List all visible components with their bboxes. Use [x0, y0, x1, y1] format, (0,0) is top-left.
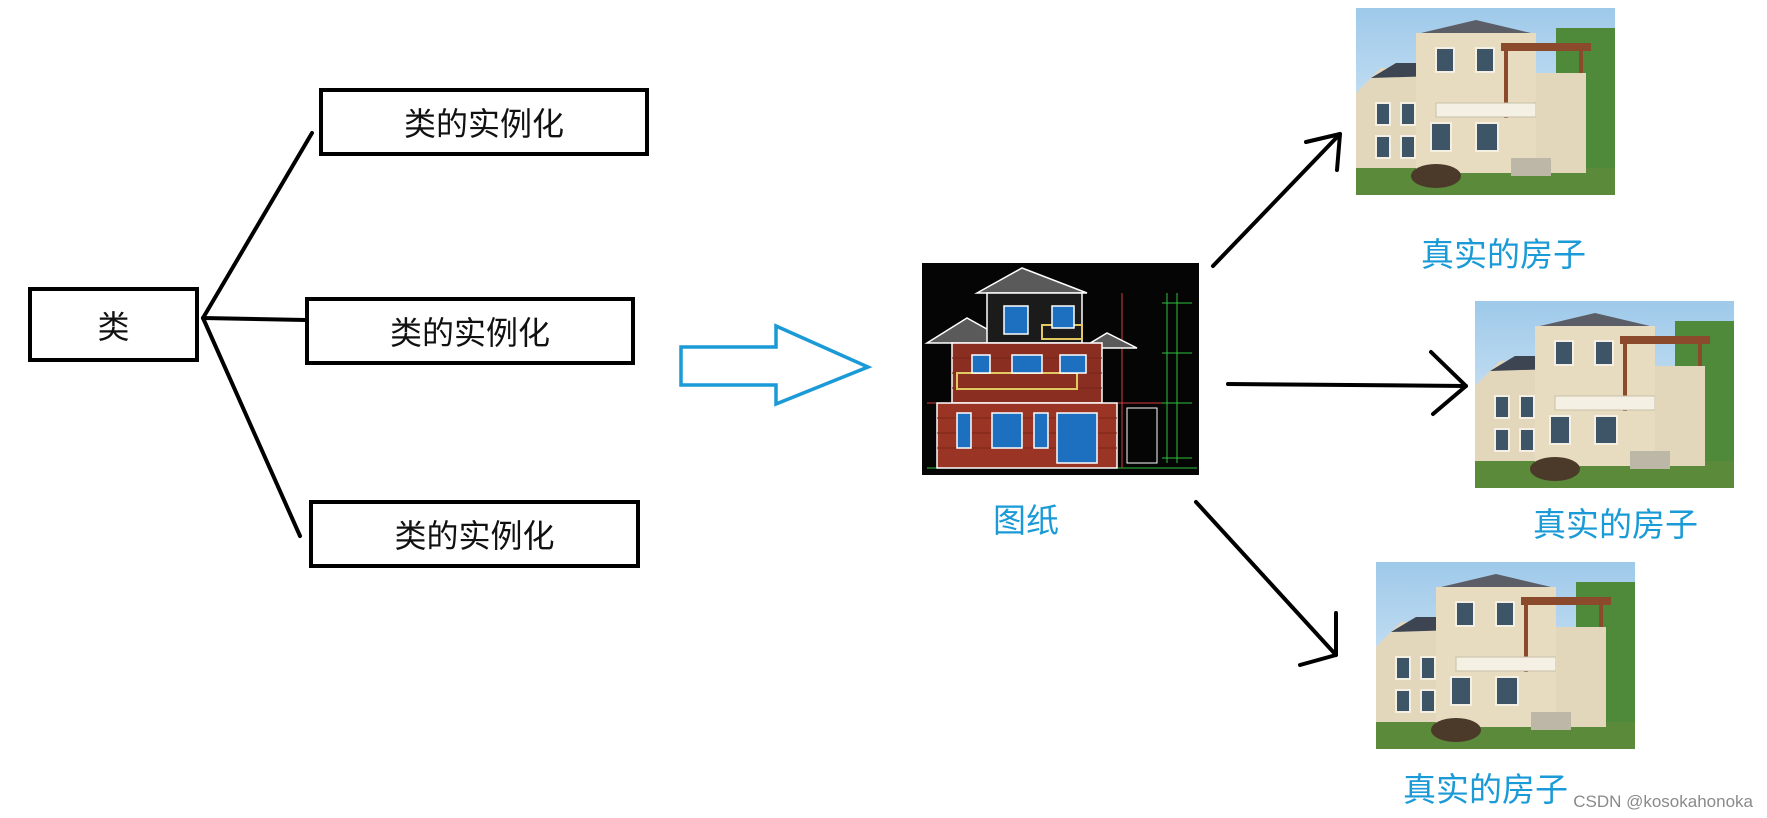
instance-label: 类的实例化 [389, 314, 550, 352]
arrow-to-house-bottom [1194, 500, 1338, 657]
instance-label: 类的实例化 [403, 105, 564, 143]
hollow-right-arrow-icon [679, 323, 873, 407]
house-image-middle [1475, 301, 1734, 488]
arrow-head-top [1304, 132, 1342, 172]
watermark: CSDN @kosokahonoka [1573, 792, 1753, 811]
house-caption-bottom: 真实的房子 [1403, 770, 1568, 809]
house-caption-top: 真实的房子 [1421, 235, 1586, 274]
class-label: 类 [97, 307, 130, 346]
arrow-head-bottom [1298, 611, 1338, 667]
instance-box-top: 类的实例化 [319, 88, 649, 156]
connector-line-middle [201, 316, 308, 322]
connector-line-top [201, 131, 314, 320]
instance-box-middle: 类的实例化 [305, 297, 635, 365]
blueprint-image [922, 263, 1199, 475]
blueprint-caption: 图纸 [993, 501, 1059, 540]
arrow-to-house-middle [1226, 382, 1468, 388]
instance-box-bottom: 类的实例化 [309, 500, 640, 568]
instance-label: 类的实例化 [394, 517, 555, 555]
house-image-bottom [1376, 562, 1635, 749]
class-box: 类 [28, 287, 199, 362]
house-image-top [1356, 8, 1615, 195]
arrow-head-middle [1429, 350, 1468, 416]
connector-line-bottom [201, 316, 302, 538]
house-caption-middle: 真实的房子 [1533, 505, 1698, 544]
arrow-to-house-top [1211, 132, 1342, 268]
